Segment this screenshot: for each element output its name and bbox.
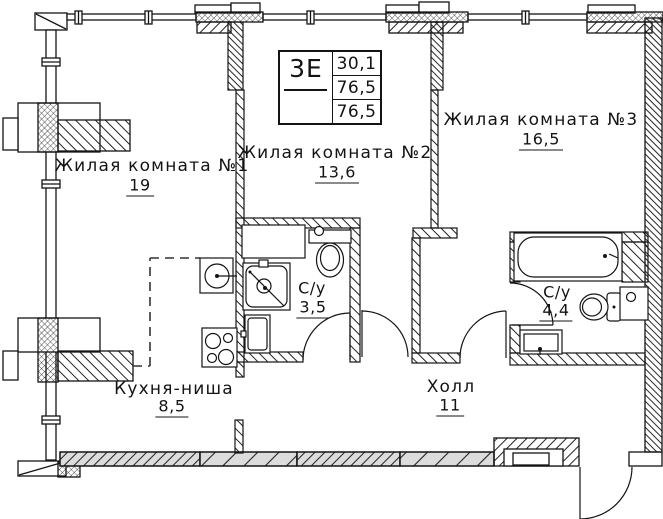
hall-label: Холл: [426, 377, 476, 397]
bath2-wall-left-lower: [509, 324, 521, 354]
door-room3: [459, 310, 507, 359]
room1-area: 19: [126, 176, 154, 197]
wall-block-b: [385, 1, 469, 34]
bath1-wall-right: [349, 227, 361, 363]
room2-label: Жилая комната №2: [237, 143, 433, 163]
vent-box: [619, 286, 649, 321]
column-room2-room3: [430, 21, 444, 91]
kitchen-fixtures: [199, 257, 238, 368]
wall-bottom: [59, 451, 495, 467]
stamp-value-3: 76,5: [336, 101, 377, 122]
entrance-block: [493, 437, 580, 467]
stamp-type-cell: 3Е: [280, 52, 333, 123]
room3-area: 16,5: [518, 130, 564, 151]
boiler-unit: [240, 314, 271, 354]
door-room2: [361, 310, 409, 358]
bath1-label: С/у: [298, 278, 326, 298]
room3-label: Жилая комната №3: [443, 110, 639, 130]
bath2-label: С/у: [543, 282, 571, 302]
washing-machine: [241, 224, 306, 259]
stamp-value-1: 30,1: [333, 52, 380, 76]
toilet-bath2: [579, 292, 622, 322]
window-top-2: [262, 10, 387, 25]
toilet-bath1: [308, 225, 352, 278]
exterior-walls: [2, 1, 663, 478]
stove: [201, 327, 238, 368]
apartment-stamp: 3Е 30,1 76,5 76,5: [278, 50, 382, 125]
stamp-type-underline: [284, 89, 327, 91]
door-bath1: [302, 312, 351, 361]
wall-jog-horizontal: [412, 227, 458, 239]
kitchen-label: Кухня-ниша: [114, 379, 234, 399]
corner-top-left: [34, 12, 68, 31]
bathroom2-fixtures: [513, 232, 649, 355]
window-left: [41, 29, 61, 461]
wall-hall-left: [411, 237, 421, 354]
room1-label: Жилая комната №1: [54, 156, 250, 176]
hall-area: 11: [436, 396, 464, 417]
left-pier-2: [2, 317, 134, 383]
stamp-value-2: 76,5: [333, 76, 380, 100]
washbasin: [519, 329, 563, 355]
room2-area: 13,6: [314, 163, 360, 184]
apartment-type: 3Е: [289, 54, 323, 83]
kitchen-area: 8,5: [155, 397, 189, 418]
wall-hall-top: [411, 352, 461, 364]
bath2-wall-bottom: [509, 352, 646, 366]
shower-tray: [242, 259, 291, 311]
bath2-area: 4,4: [539, 301, 573, 322]
bath1-area: 3,5: [296, 298, 330, 319]
wall-stub-kitchen-hall: [234, 419, 244, 454]
left-pier-1: [2, 102, 131, 153]
kitchen-zone-dashed-boundary: [133, 257, 200, 367]
bathtub: [513, 232, 623, 282]
doors: [302, 282, 633, 519]
window-top-1: [66, 10, 197, 25]
corner-bottom-right: [628, 451, 663, 467]
bath2-duct: [621, 241, 649, 283]
bathroom1-fixtures: [240, 224, 352, 354]
door-bath2: [509, 282, 554, 326]
window-top-3: [467, 10, 588, 25]
kitchen-sink: [199, 257, 237, 294]
stamp-values: 30,1 76,5 76,5: [333, 52, 380, 123]
column-room1-room2: [227, 21, 244, 91]
entrance-door: [579, 466, 633, 519]
